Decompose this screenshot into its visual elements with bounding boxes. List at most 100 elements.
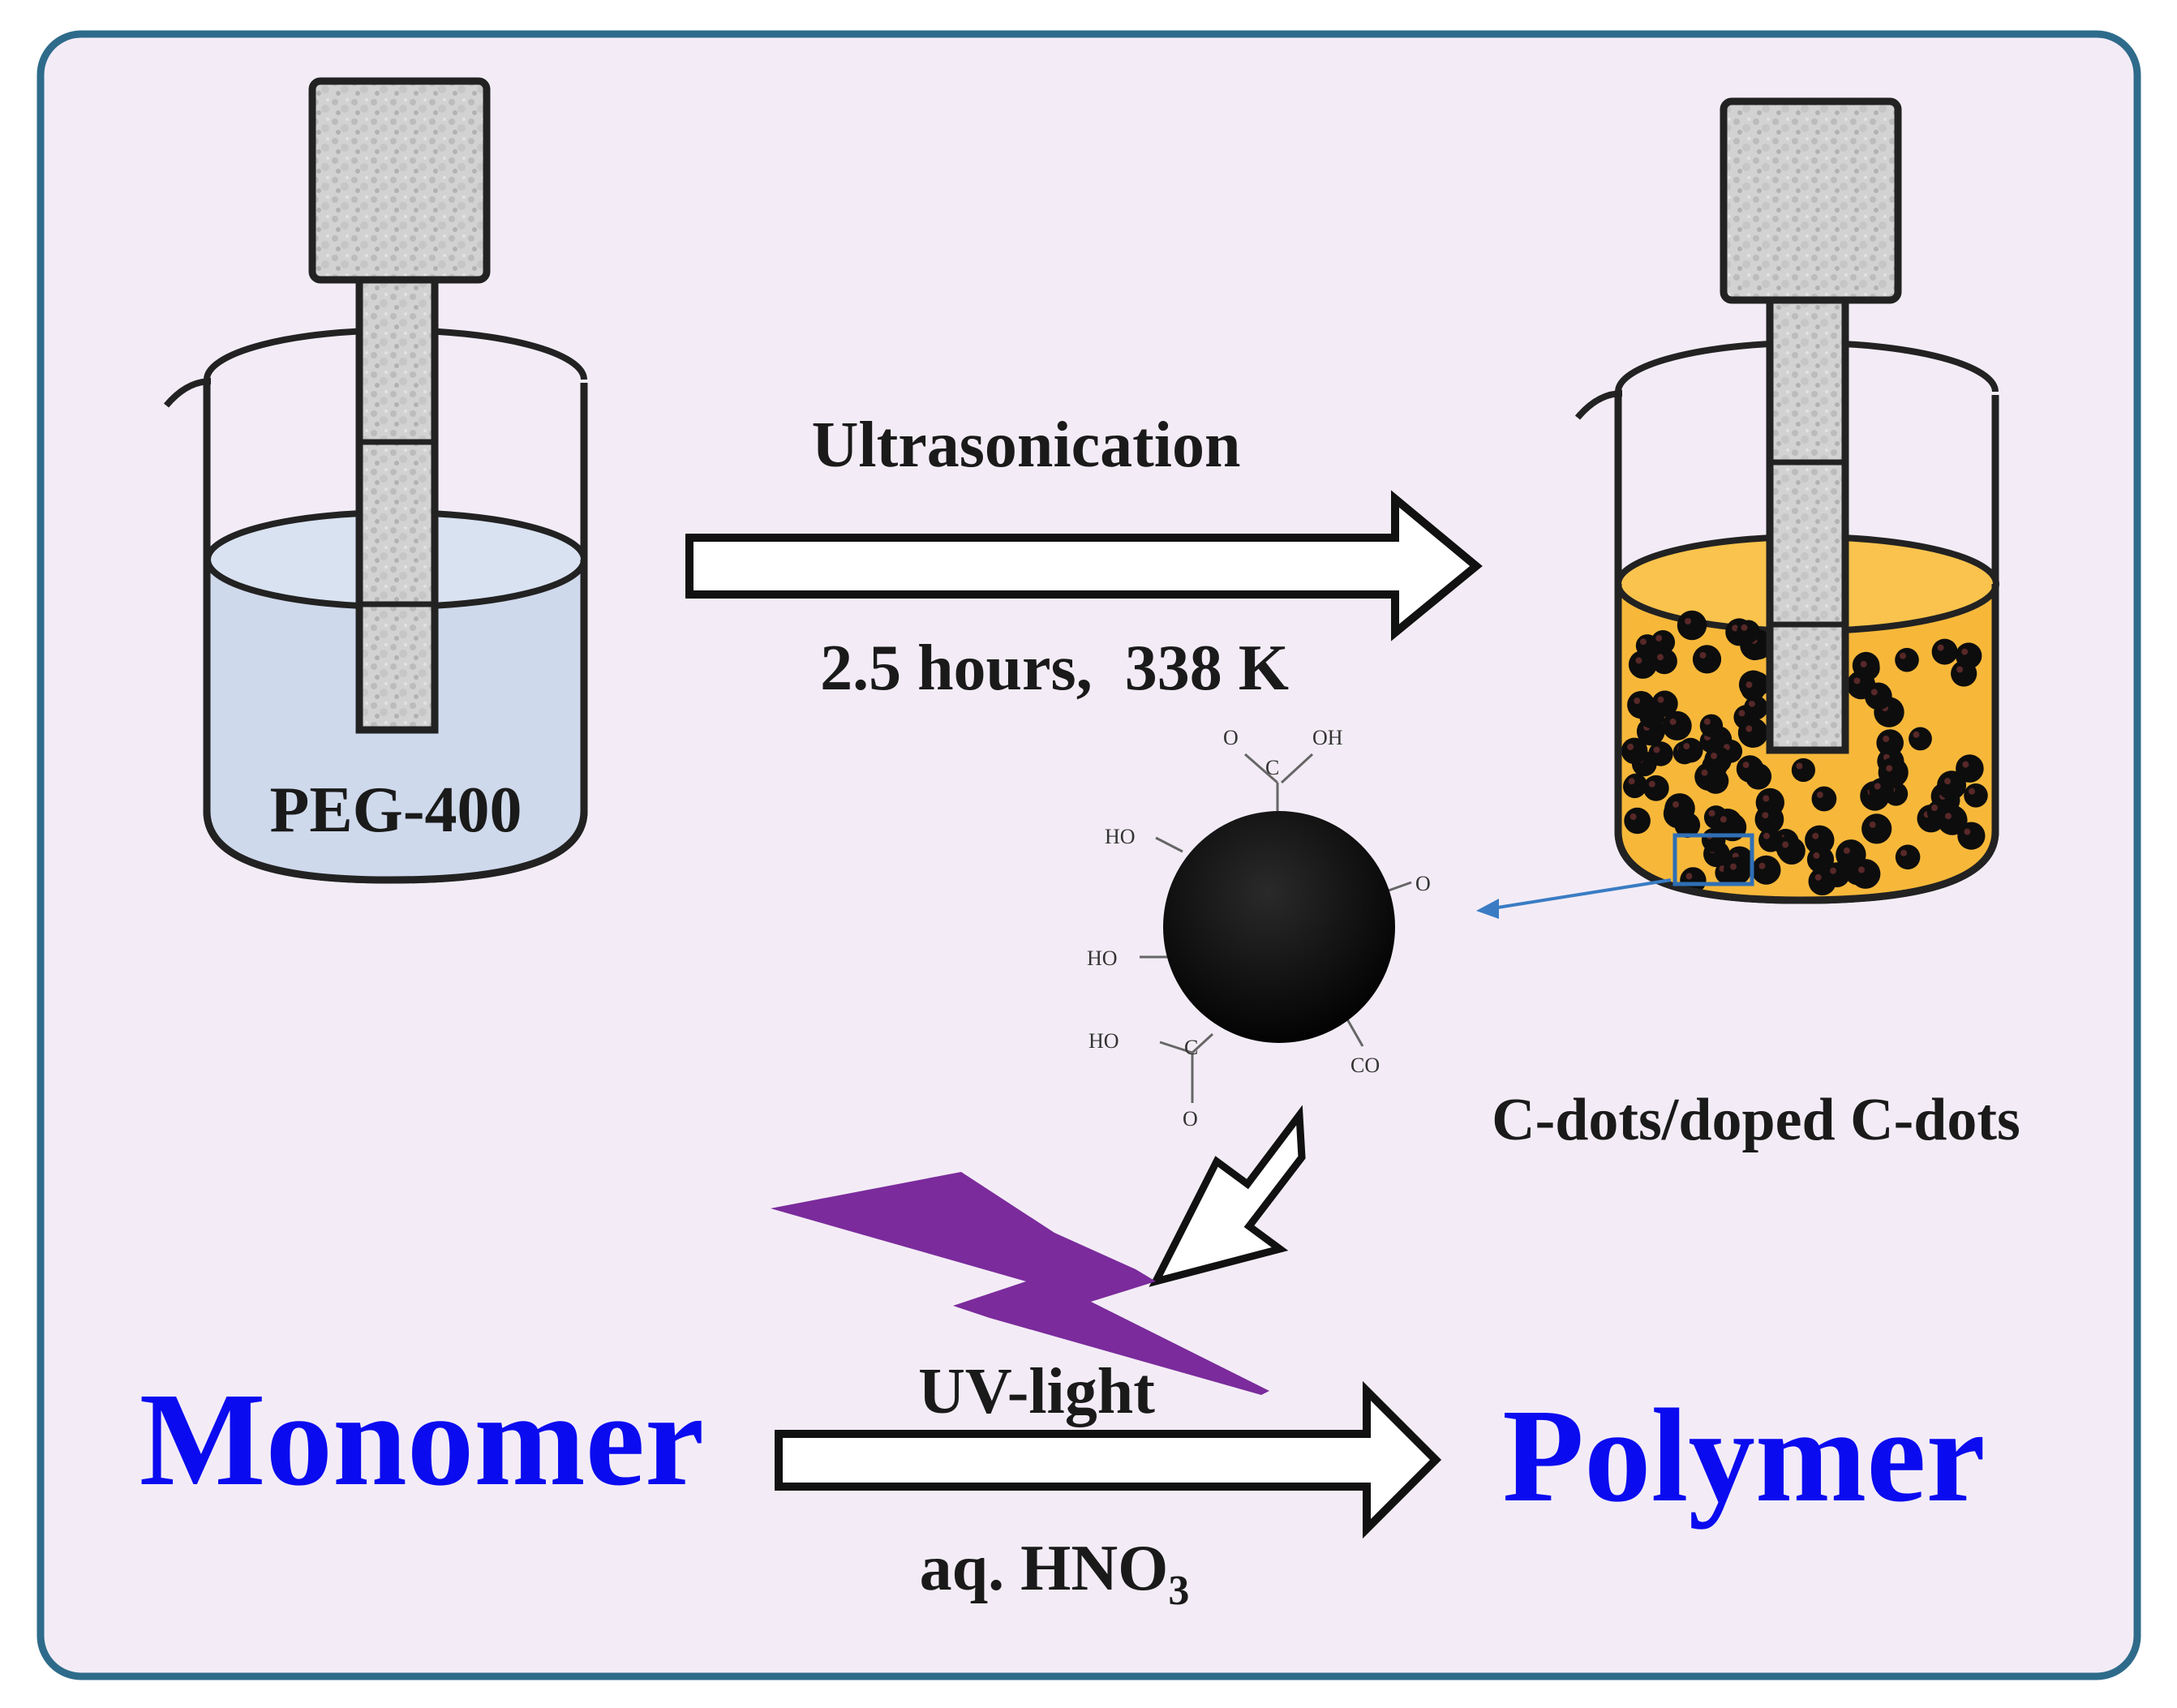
cdot-particle-highlight bbox=[1869, 821, 1876, 828]
cdot-particle-highlight bbox=[1627, 743, 1634, 750]
cdot-particle bbox=[1741, 676, 1766, 702]
catalyst-arrow bbox=[1149, 1105, 1306, 1287]
group-right-co: CO bbox=[1350, 1054, 1380, 1077]
cdot-particle bbox=[1909, 727, 1932, 751]
cdot-particle-highlight bbox=[1961, 648, 1969, 655]
cdots-label: C-dots/doped C-dots bbox=[1492, 1087, 2020, 1153]
cdot-particle bbox=[1677, 610, 1707, 641]
acid-label-main: aq. HNO bbox=[920, 1533, 1169, 1604]
cdot-particle-highlight bbox=[1860, 660, 1867, 667]
cdot-particle bbox=[1811, 786, 1837, 812]
reaction-arrow-bottom bbox=[775, 1380, 1442, 1539]
cdot-particle-highlight bbox=[1945, 813, 1952, 820]
cdot-particle-highlight bbox=[1782, 841, 1789, 848]
cdot-particle bbox=[1861, 813, 1892, 844]
cdot-particle-highlight bbox=[1758, 862, 1766, 869]
acid-label-subscript: 3 bbox=[1168, 1568, 1189, 1614]
cdot-particle-highlight bbox=[1672, 800, 1679, 808]
cdot-particle-highlight bbox=[1738, 710, 1745, 717]
uv-lightning-icon bbox=[771, 1172, 1269, 1395]
cdot-particle-highlight bbox=[1763, 795, 1770, 802]
cdot-particle-highlight bbox=[1628, 778, 1635, 785]
cdot-particle-highlight bbox=[1853, 677, 1861, 684]
cdot-particle bbox=[1951, 660, 1977, 687]
group-left-ho-lower: HO bbox=[1087, 946, 1118, 970]
cdot-particle bbox=[1806, 846, 1835, 873]
cdot-particle-highlight bbox=[1639, 638, 1647, 646]
cdot-particle-highlight bbox=[1937, 644, 1944, 651]
cdot-particle-highlight bbox=[1741, 624, 1748, 631]
cdot-particle bbox=[1754, 805, 1784, 835]
cdot-particle-highlight bbox=[1964, 828, 1971, 835]
cdot-particle-highlight bbox=[1874, 783, 1881, 790]
cdot-particle bbox=[1878, 757, 1909, 788]
cdot-particle-highlight bbox=[1699, 651, 1707, 659]
cdot-particle-highlight bbox=[1762, 812, 1769, 819]
group-top-c: C bbox=[1265, 756, 1279, 779]
zoom-pointer-arrow bbox=[1476, 878, 1672, 919]
cdot-particle bbox=[1678, 737, 1703, 763]
group-bottom-c: C bbox=[1184, 1036, 1198, 1059]
cdot-particle bbox=[1751, 855, 1781, 885]
cdot-particle bbox=[1791, 757, 1815, 783]
reaction-arrow-top bbox=[685, 490, 1483, 642]
cdot-particle-highlight bbox=[1796, 762, 1803, 770]
carbon-dot bbox=[1163, 811, 1395, 1043]
cdot-particle-highlight bbox=[1962, 761, 1969, 768]
cdot-particle-highlight bbox=[1720, 816, 1727, 823]
cdot-particle-highlight bbox=[1956, 666, 1964, 673]
cdot-particle bbox=[1694, 762, 1723, 791]
cdot-particle bbox=[1642, 775, 1669, 801]
cdot-particle-highlight bbox=[1685, 873, 1693, 880]
cdot-particle-highlight bbox=[1900, 652, 1906, 659]
group-top-o: O bbox=[1223, 726, 1239, 749]
uv-light-label: UV-light bbox=[918, 1356, 1155, 1427]
cdot-closeup bbox=[1140, 753, 1412, 1103]
cdot-particle-highlight bbox=[1653, 746, 1660, 753]
cdot-particle bbox=[1651, 690, 1678, 717]
cdot-particle-highlight bbox=[1816, 792, 1823, 798]
acid-label: aq. HNO3 bbox=[920, 1533, 1190, 1614]
cdot-particle bbox=[1701, 828, 1726, 852]
cdot-particle-highlight bbox=[1685, 618, 1691, 624]
cdot-particle-highlight bbox=[1630, 813, 1637, 820]
cdot-particle-highlight bbox=[1748, 700, 1755, 707]
peg-label: PEG-400 bbox=[269, 775, 522, 846]
cdot-particle bbox=[1737, 718, 1768, 748]
cdot-particle bbox=[1651, 648, 1677, 675]
cdot-particle bbox=[1957, 822, 1986, 850]
cdot-particle-highlight bbox=[1730, 863, 1737, 870]
cdot-particle bbox=[1628, 650, 1657, 679]
cdot-particle bbox=[1824, 862, 1850, 888]
cdot-particle bbox=[1662, 710, 1692, 741]
cdot-particle bbox=[1956, 754, 1984, 783]
cdot-particle-highlight bbox=[1870, 689, 1878, 696]
cdot-particle-highlight bbox=[1969, 787, 1975, 795]
cdot-particle bbox=[1692, 645, 1722, 674]
cdot-particles bbox=[1621, 610, 1988, 896]
monomer-label: Monomer bbox=[140, 1365, 704, 1513]
cdot-beaker bbox=[1574, 97, 1999, 904]
cdot-particle-highlight bbox=[1732, 624, 1739, 632]
cdot-particle-highlight bbox=[1745, 725, 1753, 732]
cdot-particle bbox=[1964, 783, 1988, 808]
cdot-particle-highlight bbox=[1655, 634, 1663, 642]
cdot-particle bbox=[1699, 714, 1724, 737]
cdot-particle-highlight bbox=[1913, 731, 1920, 738]
cdot-particle-highlight bbox=[1745, 681, 1753, 689]
cdot-particle-highlight bbox=[1814, 873, 1822, 881]
cdot-particle bbox=[1737, 620, 1760, 644]
cdot-particle bbox=[1937, 770, 1967, 800]
cdot-particle-highlight bbox=[1657, 696, 1664, 703]
cdot-particle bbox=[1895, 647, 1919, 672]
zoom-box bbox=[1672, 833, 1754, 886]
cdot-particle bbox=[1931, 638, 1958, 665]
cdot-particle-highlight bbox=[1701, 769, 1708, 776]
ultrasonication-label: Ultrasonication bbox=[812, 410, 1241, 481]
cdot-particle-highlight bbox=[1843, 847, 1850, 854]
group-bottom-o: O bbox=[1183, 1107, 1198, 1131]
cdot-particle bbox=[1864, 682, 1892, 710]
conditions-label: 2.5 hours, 338 K bbox=[820, 633, 1289, 704]
cdot-particle-highlight bbox=[1711, 753, 1718, 759]
